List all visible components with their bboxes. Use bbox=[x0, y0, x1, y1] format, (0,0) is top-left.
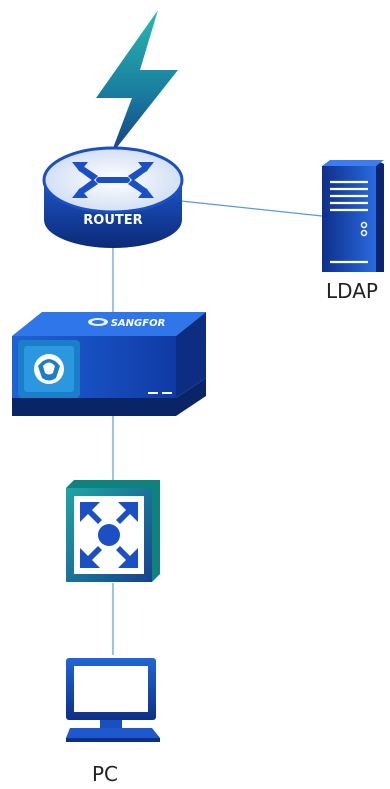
connection-lines bbox=[112, 199, 323, 655]
router-label: ROUTER bbox=[83, 213, 142, 228]
firewall-brand-label: SANGFOR bbox=[111, 318, 166, 329]
link-router-ldap bbox=[171, 199, 323, 217]
desktop-computer-icon bbox=[66, 658, 160, 742]
lightning-bolt-icon bbox=[96, 10, 178, 156]
switch-icon bbox=[66, 480, 160, 582]
pc-label: PC bbox=[92, 762, 118, 786]
ldap-label: LDAP bbox=[326, 279, 378, 303]
server-icon bbox=[322, 160, 384, 272]
router-icon: ROUTER bbox=[42, 146, 184, 248]
firewall-appliance-icon: SANGFOR bbox=[12, 312, 206, 416]
